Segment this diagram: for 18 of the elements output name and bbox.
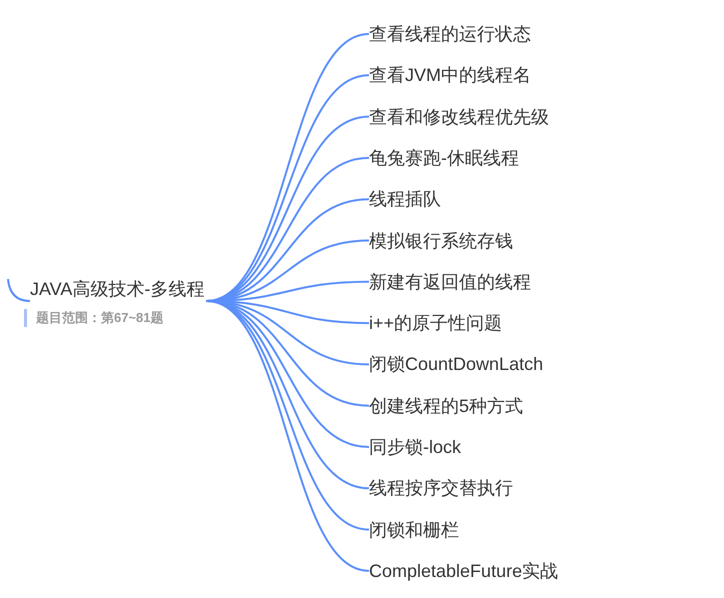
connector xyxy=(206,300,370,572)
branch-topic: 查看和修改线程优先级 xyxy=(369,104,549,129)
branch-topic: 查看线程的运行状态 xyxy=(369,22,531,46)
branch-topic: 模拟银行系统存钱 xyxy=(369,228,513,252)
branch-topic: 同步锁-lock xyxy=(369,435,462,459)
range-note: 题目范围：第67~81题 xyxy=(24,309,164,327)
branch-topic: i++的原子性问题 xyxy=(369,311,502,336)
root-topic: JAVA高级技术-多线程 xyxy=(30,277,204,301)
branch-topic: 闭锁和栅栏 xyxy=(369,518,459,542)
branch-topic: 线程插队 xyxy=(369,187,441,212)
branch-topic: 新建有返回值的线程 xyxy=(369,270,531,294)
connector xyxy=(7,278,30,302)
branch-topic: 闭锁CountDownLatch xyxy=(369,352,544,376)
branch-topic: 查看JVM中的线程名 xyxy=(369,63,531,88)
branch-topic: 龟兔赛跑-休眠线程 xyxy=(369,146,519,170)
branch-topic: CompletableFuture实战 xyxy=(369,558,558,583)
branch-topic: 创建线程的5种方式 xyxy=(369,394,524,418)
branch-topic: 线程按序交替执行 xyxy=(369,476,513,500)
